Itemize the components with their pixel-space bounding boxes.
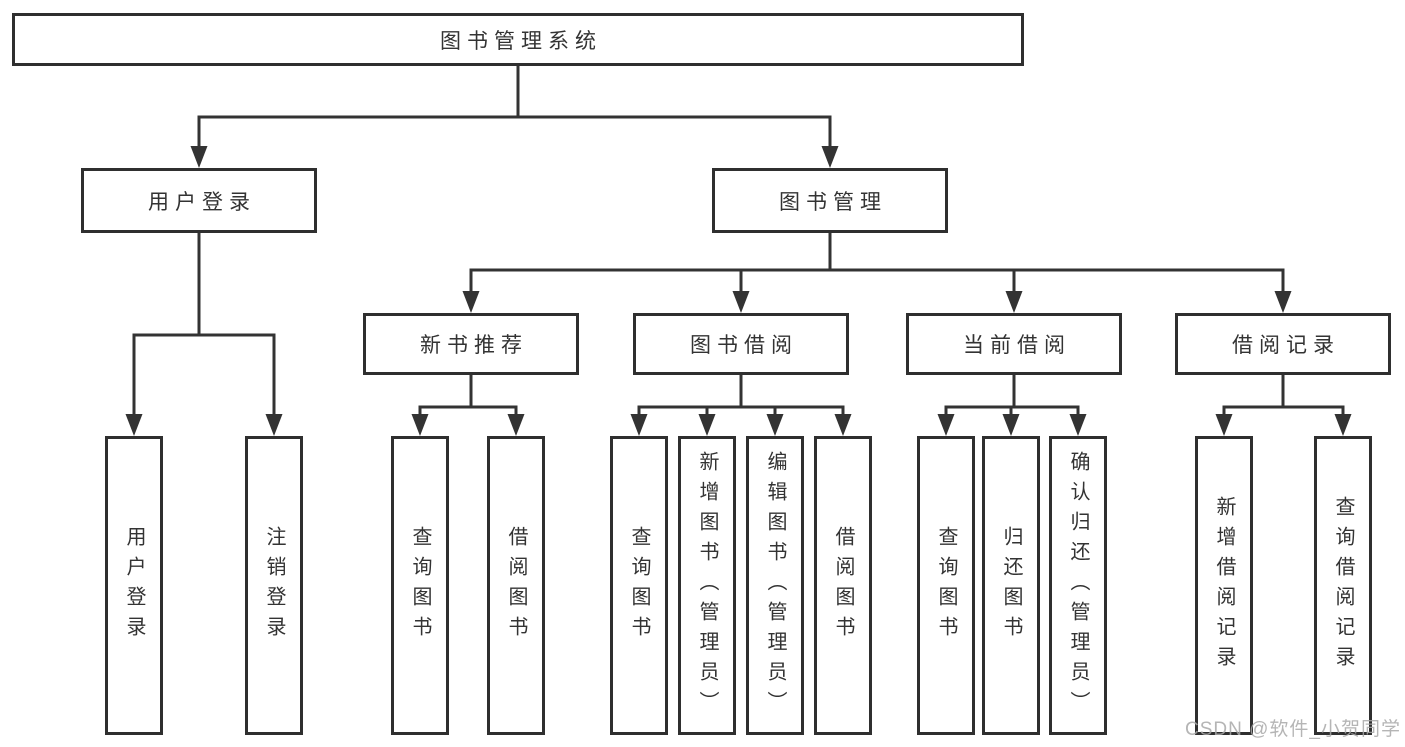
connector-user-login-split: [132, 231, 276, 337]
leaf-label: 用户登录: [123, 525, 145, 646]
node-label: 图书借阅: [690, 334, 798, 357]
leaf-label: 借阅图书: [832, 525, 854, 646]
arrow-down-icon: [732, 291, 750, 313]
arrow-down-icon: [190, 146, 208, 168]
arrow-down-icon: [1274, 291, 1292, 313]
leaf-logout: 注销登录: [245, 436, 303, 735]
leaf-records-add: 新增借阅记录: [1195, 436, 1253, 735]
leaf-label: 新增图书（管理员）: [696, 450, 718, 721]
node-label: 用户登录: [148, 190, 256, 214]
arrow-down-icon: [630, 414, 648, 436]
connector-lines: [132, 64, 1345, 422]
node-book-borrowing: 图书借阅: [633, 313, 849, 375]
leaf-borrowing-borrow: 借阅图书: [814, 436, 872, 735]
leaf-borrowing-add-admin: 新增图书（管理员）: [678, 436, 736, 735]
node-current-borrowing: 当前借阅: [906, 313, 1122, 375]
leaf-label: 查询图书: [409, 525, 431, 646]
connector-book-borrowing-split: [637, 373, 845, 409]
arrow-down-icon: [462, 291, 480, 313]
connector-book-management-split: [469, 231, 1285, 272]
arrow-down-icon: [821, 146, 839, 168]
leaf-borrowing-query: 查询图书: [610, 436, 668, 735]
leaf-current-query: 查询图书: [917, 436, 975, 735]
node-label: 图书管理: [779, 190, 887, 214]
node-borrowing-records: 借阅记录: [1175, 313, 1391, 375]
connector-root-split: [197, 64, 832, 119]
leaf-label: 借阅图书: [505, 525, 527, 646]
leaf-label: 注销登录: [263, 525, 285, 646]
node-library-system: 图书管理系统: [12, 13, 1024, 66]
arrow-down-icon: [1002, 414, 1020, 436]
leaf-label: 确认归还（管理员）: [1067, 450, 1089, 721]
leaf-label: 查询图书: [935, 525, 957, 646]
leaf-label: 查询借阅记录: [1332, 495, 1354, 676]
node-label: 当前借阅: [963, 334, 1071, 357]
watermark: CSDN @软件_小贺同学: [1185, 719, 1401, 740]
arrow-down-icon: [834, 414, 852, 436]
arrow-down-icon: [125, 414, 143, 436]
arrow-down-icon: [411, 414, 429, 436]
arrow-down-icon: [265, 414, 283, 436]
leaf-user-login: 用户登录: [105, 436, 163, 735]
leaf-borrowing-edit-admin: 编辑图书（管理员）: [746, 436, 804, 735]
node-label: 图书管理系统: [440, 29, 602, 53]
arrow-down-icon: [698, 414, 716, 436]
arrow-down-icon: [1215, 414, 1233, 436]
leaf-current-confirm-admin: 确认归还（管理员）: [1049, 436, 1107, 735]
connector-borrowing-records-split: [1222, 373, 1345, 409]
leaf-label: 编辑图书（管理员）: [764, 450, 786, 721]
arrow-down-icon: [1334, 414, 1352, 436]
connector-arrow-stems: [132, 115, 1345, 422]
leaf-label: 归还图书: [1000, 525, 1022, 646]
leaf-new-book-borrow: 借阅图书: [487, 436, 545, 735]
node-new-book-recommend: 新书推荐: [363, 313, 579, 375]
arrowhead-icons: [125, 146, 1352, 436]
node-label: 借阅记录: [1232, 334, 1340, 357]
arrow-down-icon: [766, 414, 784, 436]
leaf-new-book-query: 查询图书: [391, 436, 449, 735]
connector-current-borrowing-split: [944, 373, 1080, 409]
arrow-down-icon: [1069, 414, 1087, 436]
node-book-management: 图书管理: [712, 168, 948, 233]
connector-new-book-split: [418, 373, 518, 409]
leaf-current-return: 归还图书: [982, 436, 1040, 735]
leaf-label: 新增借阅记录: [1213, 495, 1235, 676]
leaf-records-query: 查询借阅记录: [1314, 436, 1372, 735]
arrow-down-icon: [937, 414, 955, 436]
arrow-down-icon: [507, 414, 525, 436]
node-user-login: 用户登录: [81, 168, 317, 233]
leaf-label: 查询图书: [628, 525, 650, 646]
arrow-down-icon: [1005, 291, 1023, 313]
node-label: 新书推荐: [420, 334, 528, 357]
